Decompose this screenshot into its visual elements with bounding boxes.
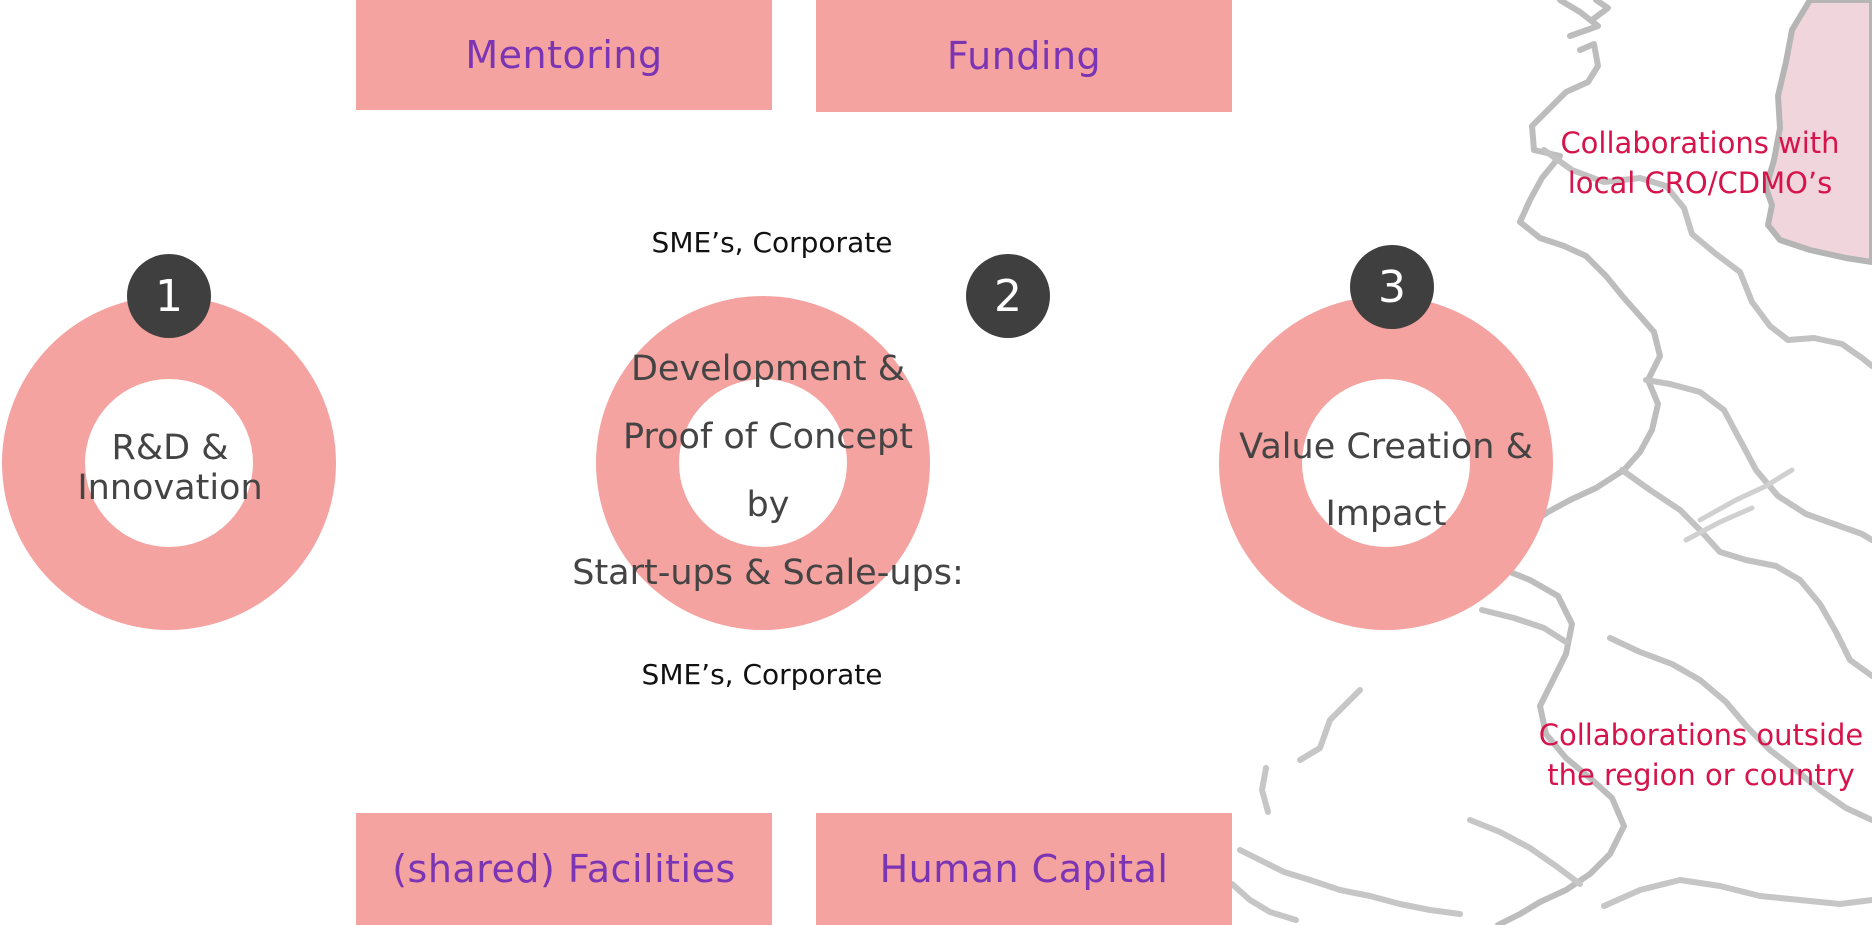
stage-2-line-4: Start-ups & Scale-ups: bbox=[572, 553, 964, 593]
stage-2-number: 2 bbox=[994, 270, 1022, 322]
facilities-box: (shared) Facilities bbox=[356, 813, 772, 925]
stage-1-ring-hole bbox=[85, 379, 253, 547]
stage-2-ring-hole bbox=[679, 379, 847, 547]
funding-box: Funding bbox=[816, 0, 1232, 112]
facilities-label: (shared) Facilities bbox=[392, 847, 736, 891]
stage-3-line-1: Value Creation & bbox=[1239, 427, 1533, 467]
stage-2-note-top: SME’s, Corporate bbox=[651, 226, 893, 259]
map-border-line bbox=[1479, 147, 1872, 823]
map-west-coast bbox=[1229, 687, 1872, 923]
collab-local-label: Collaborations with local CRO/CDMO’s bbox=[1540, 123, 1860, 203]
stage-3-line-2: Impact bbox=[1325, 494, 1447, 534]
stage-2-line-1: Development & bbox=[630, 349, 906, 389]
map-inner-line bbox=[1683, 467, 1795, 543]
stage-3-badge: 3 bbox=[1350, 245, 1434, 329]
stage-2-note-bottom: SME’s, Corporate bbox=[641, 658, 883, 691]
mentoring-label: Mentoring bbox=[465, 33, 663, 77]
funding-label: Funding bbox=[946, 34, 1102, 78]
stage-2-line-3: by bbox=[746, 485, 790, 525]
collab-outside-label: Collaborations outside the region or cou… bbox=[1530, 715, 1872, 795]
stage-2-label: Development & Proof of Concept by Start-… bbox=[548, 335, 988, 607]
collab-outside-line-2: the region or country bbox=[1547, 758, 1855, 792]
map-highlight-region bbox=[1763, 0, 1872, 265]
collab-local-line-1: Collaborations with bbox=[1560, 126, 1840, 160]
human-capital-box: Human Capital bbox=[816, 813, 1232, 925]
human-capital-label: Human Capital bbox=[879, 847, 1169, 891]
stage-1-badge: 1 bbox=[127, 254, 211, 338]
stage-2-ring bbox=[596, 296, 930, 630]
stage-3-label: Value Creation & Impact bbox=[1226, 414, 1546, 548]
stage-1-label: R&D & Innovation bbox=[40, 428, 300, 508]
stage-1-line-2: Innovation bbox=[77, 468, 263, 508]
stage-2-line-2: Proof of Concept bbox=[623, 417, 913, 457]
stage-3-ring-hole bbox=[1302, 379, 1470, 547]
stage-2-badge: 2 bbox=[966, 254, 1050, 338]
collab-local-line-2: local CRO/CDMO’s bbox=[1567, 166, 1833, 200]
stage-1-ring bbox=[2, 296, 336, 630]
stage-3-ring bbox=[1219, 296, 1553, 630]
stage-3-number: 3 bbox=[1378, 261, 1406, 313]
mentoring-box: Mentoring bbox=[356, 0, 772, 110]
stage-1-line-1: R&D & bbox=[111, 428, 229, 468]
collab-outside-line-1: Collaborations outside bbox=[1538, 718, 1864, 752]
stage-1-number: 1 bbox=[155, 270, 183, 322]
